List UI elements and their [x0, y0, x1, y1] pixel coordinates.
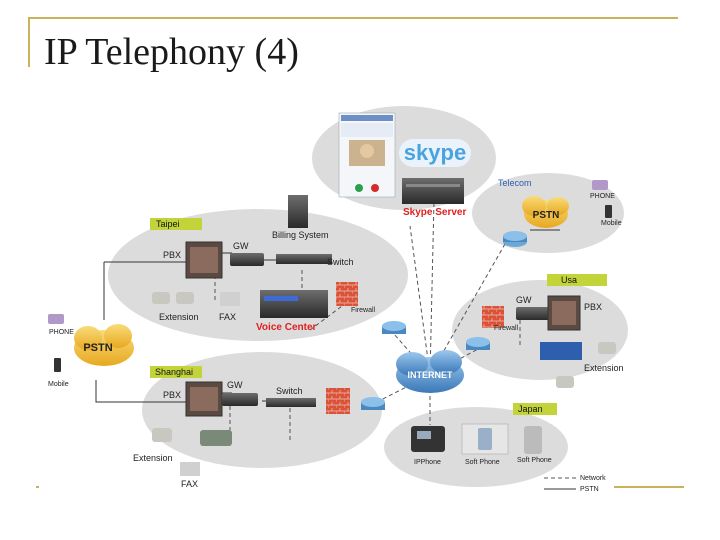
taipei-pbx-label: PBX [163, 250, 181, 260]
voice-center-server [260, 290, 328, 318]
skype-app-screenshot [338, 112, 396, 198]
telecom-pstn-cloud: PSTN [522, 196, 569, 228]
taipei-tag-bg [150, 218, 202, 230]
skype-server-label: Skype Server [403, 207, 466, 218]
usa-router-icon [466, 337, 490, 350]
japan-soft-phone-1 [461, 423, 509, 455]
telecom-mobile-label: Mobile [601, 220, 622, 227]
taipei-tag: Taipei [156, 219, 180, 229]
taipei-pbx [185, 241, 223, 279]
svg-text:PSTN: PSTN [83, 342, 112, 354]
shanghai-router-icon [361, 397, 385, 410]
left-phone-icon [48, 314, 64, 324]
usa-firewall-label: Firewall [494, 325, 519, 332]
telecom-mobile-icon [605, 205, 612, 218]
shanghai-firewall [326, 388, 350, 414]
usa-pbx [547, 295, 581, 331]
svg-text:PSTN: PSTN [533, 210, 560, 221]
skype-server [402, 178, 464, 204]
left-mobile-label: Mobile [48, 381, 69, 388]
title-frame-top [28, 17, 678, 19]
shanghai-gw [222, 393, 258, 406]
taipei-switch-label: Switch [327, 257, 354, 267]
usa-gw-label: GW [516, 295, 532, 305]
legend [544, 477, 576, 490]
billing-system-label: Billing System [272, 230, 329, 240]
usa-firewall [482, 306, 504, 328]
japan-soft-phone-2 [524, 426, 542, 454]
telecom-phone-icon [592, 180, 608, 190]
left-phone-label: PHONE [49, 329, 74, 336]
internet-cloud: INTERNET [396, 350, 464, 393]
svg-text:skype: skype [404, 140, 466, 165]
shanghai-extension-label: Extension [133, 453, 173, 463]
taipei-gw-label: GW [233, 241, 249, 251]
japan-soft-phone-label-1: Soft Phone [465, 459, 500, 466]
usa-extension-label: Extension [584, 363, 624, 373]
shanghai-pbx [185, 381, 223, 417]
taipei-firewall-label: Firewall [351, 307, 376, 314]
shanghai-extension-phone [152, 428, 172, 442]
shanghai-tag: Shanghai [155, 367, 193, 377]
taipei-firewall [336, 282, 358, 306]
voice-center-label: Voice Center [256, 322, 316, 333]
japan-tag-bg [513, 403, 557, 415]
taipei-gw [230, 253, 264, 266]
telecom-router-icon [503, 231, 527, 247]
usa-switch [540, 342, 582, 360]
japan-soft-phone-label-2: Soft Phone [517, 457, 552, 464]
shanghai-tag-bg [150, 366, 202, 378]
slide-title: IP Telephony (4) [44, 31, 299, 73]
taipei-fax-label: FAX [219, 312, 236, 322]
taipei-router-icon [382, 321, 406, 334]
taipei-extension-phones [152, 292, 194, 304]
shanghai-switch-label: Switch [276, 386, 303, 396]
legend-network-label: Network [580, 475, 606, 482]
usa-tag: Usa [561, 275, 577, 285]
svg-text:INTERNET: INTERNET [408, 370, 454, 380]
telecom-label: Telecom [498, 178, 532, 188]
usa-extension-phones [556, 342, 616, 388]
region-usa [452, 280, 628, 380]
left-pstn-cloud: PSTN [74, 324, 134, 366]
footer-mark [36, 486, 39, 488]
telecom-phone-label: PHONE [590, 193, 615, 200]
japan-tag: Japan [518, 404, 543, 414]
shanghai-switch [266, 398, 316, 407]
legend-pstn-label: PSTN [580, 486, 599, 493]
region-taipei [108, 209, 408, 341]
skype-logo: skype [399, 139, 471, 167]
shanghai-fax [180, 462, 200, 476]
usa-pbx-label: PBX [584, 302, 602, 312]
taipei-switch [276, 254, 332, 264]
shanghai-gateway-device [200, 430, 232, 446]
usa-gw [516, 307, 550, 320]
taipei-fax [220, 292, 240, 306]
usa-tag-bg [547, 274, 607, 286]
footer-rule [614, 486, 684, 488]
shanghai-gw-label: GW [227, 380, 243, 390]
japan-ip-phone [411, 426, 445, 452]
taipei-extension-label: Extension [159, 312, 199, 322]
billing-server [288, 195, 308, 228]
title-frame-left [28, 17, 30, 67]
left-mobile-icon [54, 358, 61, 372]
shanghai-pbx-label: PBX [163, 390, 181, 400]
shanghai-fax-label: FAX [181, 479, 198, 489]
japan-ip-phone-label: IPPhone [414, 459, 441, 466]
